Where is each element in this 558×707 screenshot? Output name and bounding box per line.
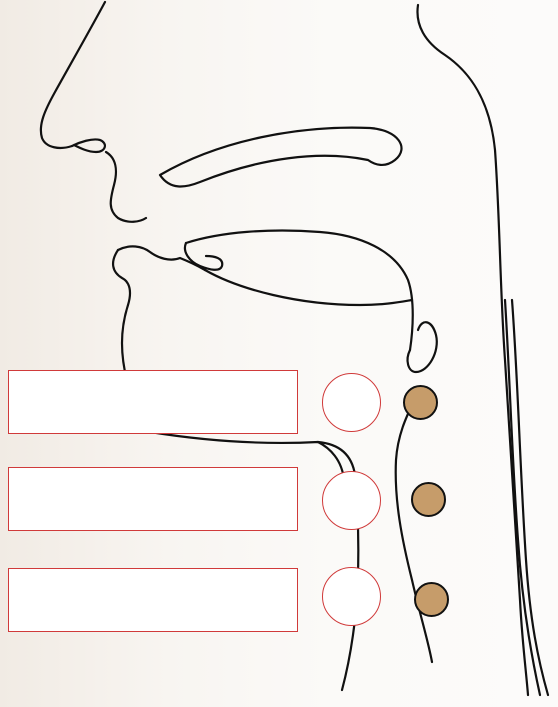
palate-line xyxy=(160,128,402,187)
upper-lip-line xyxy=(106,152,146,222)
spine-line-2 xyxy=(512,300,548,695)
marker-dot-3[interactable] xyxy=(414,582,449,617)
nostril-line xyxy=(72,139,105,152)
answer-circle-1[interactable] xyxy=(322,373,381,432)
answer-box-1[interactable] xyxy=(8,370,298,434)
face-profile-line xyxy=(41,2,105,148)
larynx-line xyxy=(396,392,432,662)
tongue-line xyxy=(186,230,413,350)
mouth-floor-line xyxy=(205,270,412,305)
marker-dot-2[interactable] xyxy=(411,482,446,517)
answer-circle-3[interactable] xyxy=(322,567,381,626)
answer-box-2[interactable] xyxy=(8,467,298,531)
marker-dot-1[interactable] xyxy=(403,385,438,420)
lower-teeth-line xyxy=(118,246,205,270)
answer-circle-2[interactable] xyxy=(322,471,381,530)
tongue-tip-line xyxy=(185,243,222,270)
answer-box-3[interactable] xyxy=(8,568,298,632)
